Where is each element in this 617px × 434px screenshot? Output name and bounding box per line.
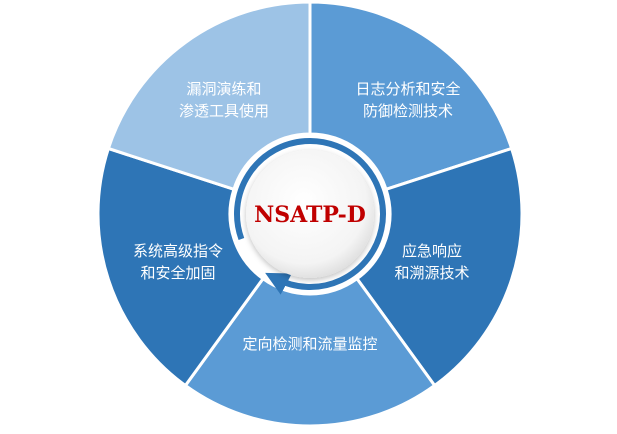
segment-penetration-tools: [106, 0, 312, 192]
cycle-arrow-icon: [234, 138, 386, 295]
segments-group: [96, 0, 524, 428]
segment-label-log-analysis: 防御检测技术: [363, 102, 453, 120]
segment-label-system-hardening: 和安全加固: [140, 264, 215, 282]
segment-label-system-hardening: 系统高级指令: [133, 242, 223, 260]
segment-label-emergency-response: 应急响应: [402, 242, 462, 260]
segment-label-emergency-response: 和溯源技术: [394, 264, 469, 282]
segment-system-hardening: [96, 146, 266, 388]
segment-label-penetration-tools: 漏洞演练和: [186, 80, 261, 98]
segment-label-log-analysis: 日志分析和安全: [355, 80, 460, 98]
segment-label-penetration-tools: 渗透工具使用: [179, 102, 269, 120]
segment-label-traffic-monitoring: 定向检测和流量监控: [242, 335, 377, 353]
segment-log-analysis: [308, 0, 514, 192]
center-circle: [246, 150, 374, 278]
center-label: NSATP-D: [254, 202, 366, 228]
segment-emergency-response: [354, 146, 524, 388]
